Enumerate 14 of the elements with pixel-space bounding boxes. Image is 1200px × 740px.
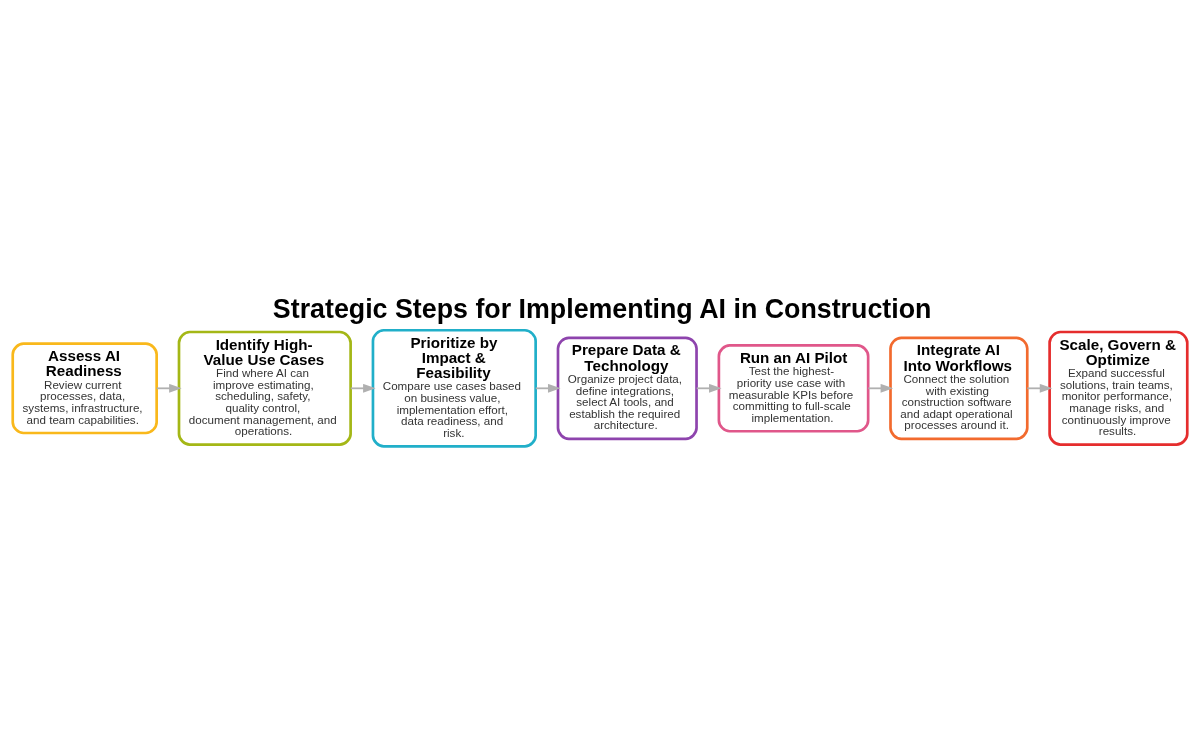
arrow bbox=[867, 383, 894, 393]
node-box: Prepare Data & Technology Organize project data, define integrations, select AI tools, and establish the required architecture. bbox=[556, 336, 698, 441]
arrow bbox=[695, 383, 722, 393]
node-box: Run an AI Pilot Test the highest-priority use case with measurable KPIs before committing to full-scale implementation. bbox=[717, 344, 870, 433]
node-box: Scale, Govern & Optimize Expand successful solutions, train teams, monitor performance, manage risks, and continuously improve results. bbox=[1048, 330, 1189, 446]
arrow bbox=[534, 383, 561, 393]
arrow bbox=[155, 383, 182, 393]
node-box: Assess AI Readiness Review current processes, data, systems, infrastructure, and team capabilities. bbox=[11, 342, 158, 435]
arrow bbox=[1026, 383, 1053, 393]
node-box: Prioritize by Impact & Feasibility Compare use cases based on business value, implementation effort, data readiness, and risk. bbox=[371, 328, 537, 448]
node-box: Identify High-Value Use Cases Find where AI can improve estimating, scheduling, safety, quality control, document management, and operations. bbox=[177, 330, 352, 446]
arrow bbox=[349, 383, 376, 393]
node-box: Integrate AI Into Workflows Connect the solution with existing construction software and adapt operational processes around it. bbox=[889, 336, 1029, 441]
diagram-title: Strategic Steps for Implementing AI in Construction bbox=[272, 293, 932, 324]
